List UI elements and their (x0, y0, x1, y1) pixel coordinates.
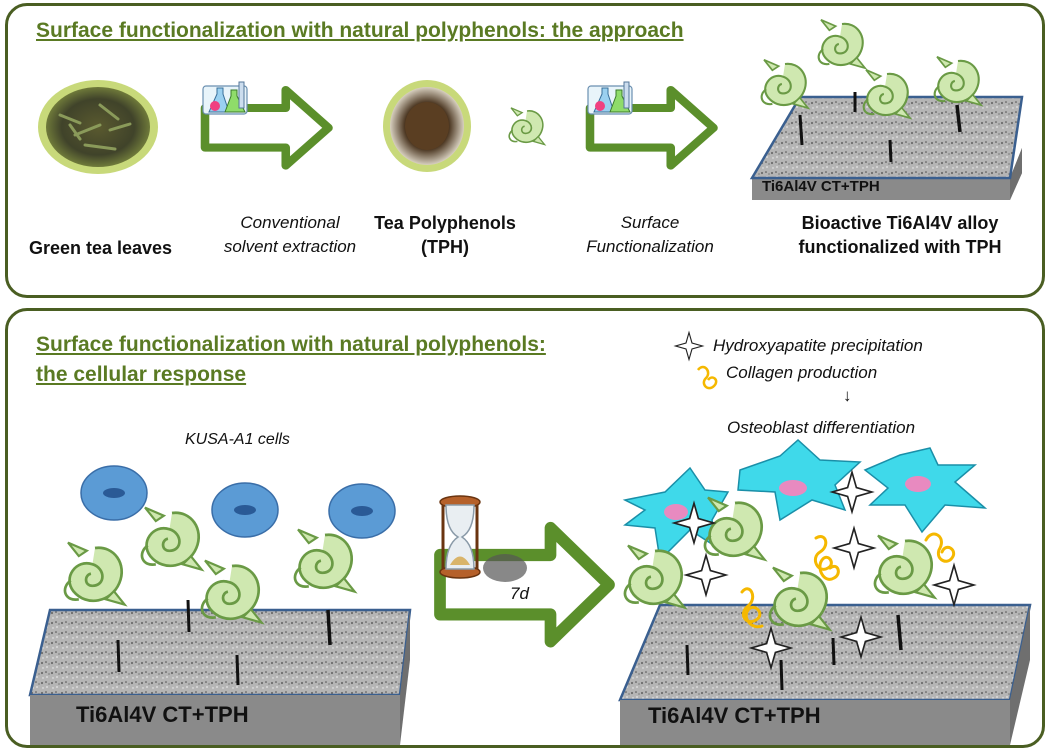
cellular-title-line2: the cellular response (36, 363, 247, 386)
polyphenol-icon (508, 107, 546, 146)
approach-title: Surface functionalization with natural p… (36, 19, 684, 42)
legend-star-icon (674, 331, 704, 361)
cellular-title-line1: Surface functionalization with natural p… (36, 333, 546, 356)
plate-label-left: Ti6Al4V CT+TPH (76, 702, 249, 727)
legend-collagen-icon (697, 365, 718, 390)
step-label-line2: Functionalization (586, 237, 714, 256)
functionalization-arrow (588, 81, 714, 166)
step-functionalization: Surface Functionalization (560, 211, 740, 259)
plate-label-top: Ti6Al4V CT+TPH (762, 178, 880, 195)
time-label: 7d (510, 584, 529, 603)
tea-polyphenols-bowl (383, 80, 471, 172)
legend-arrow-icon: ↓ (843, 386, 852, 405)
cells-label: KUSA-A1 cells (185, 431, 290, 448)
step-green-tea-leaves: Green tea leaves (18, 236, 183, 260)
legend-osteoblast: Osteoblast differentiation (727, 418, 916, 437)
functionalized-plate (749, 18, 1024, 200)
left-polyphenols (63, 506, 357, 686)
left-plate (28, 608, 412, 745)
step-label-line1: Conventional (240, 213, 340, 232)
right-polyphenols (623, 496, 937, 691)
legend-collagen: Collagen production (726, 363, 878, 382)
step-extraction: Conventional solvent extraction (200, 211, 380, 259)
extraction-arrow (203, 81, 329, 166)
step-label: Green tea leaves (28, 238, 173, 258)
left-cells (80, 465, 396, 539)
step-label-line2: (TPH) (421, 237, 469, 257)
step-label-line1: Bioactive Ti6Al4V alloy (801, 213, 999, 233)
collagen-fibers (740, 532, 956, 629)
step-label-line1: Tea Polyphenols (374, 213, 516, 233)
step-label-line2: solvent extraction (223, 237, 357, 256)
hourglass-icon (439, 495, 527, 582)
plate-label-right: Ti6Al4V CT+TPH (648, 703, 821, 728)
legend-hydroxyapatite: Hydroxyapatite precipitation (713, 336, 923, 355)
step-label-line1: Surface (620, 213, 680, 232)
step-bioactive-alloy: Bioactive Ti6Al4V alloy functionalized w… (770, 211, 1030, 259)
right-plate (618, 603, 1032, 745)
step-label-line2: functionalized with TPH (798, 237, 1002, 257)
osteoblasts (622, 438, 988, 562)
green-tea-leaves-bowl (38, 80, 158, 174)
step-tea-polyphenols: Tea Polyphenols (TPH) (370, 211, 520, 259)
